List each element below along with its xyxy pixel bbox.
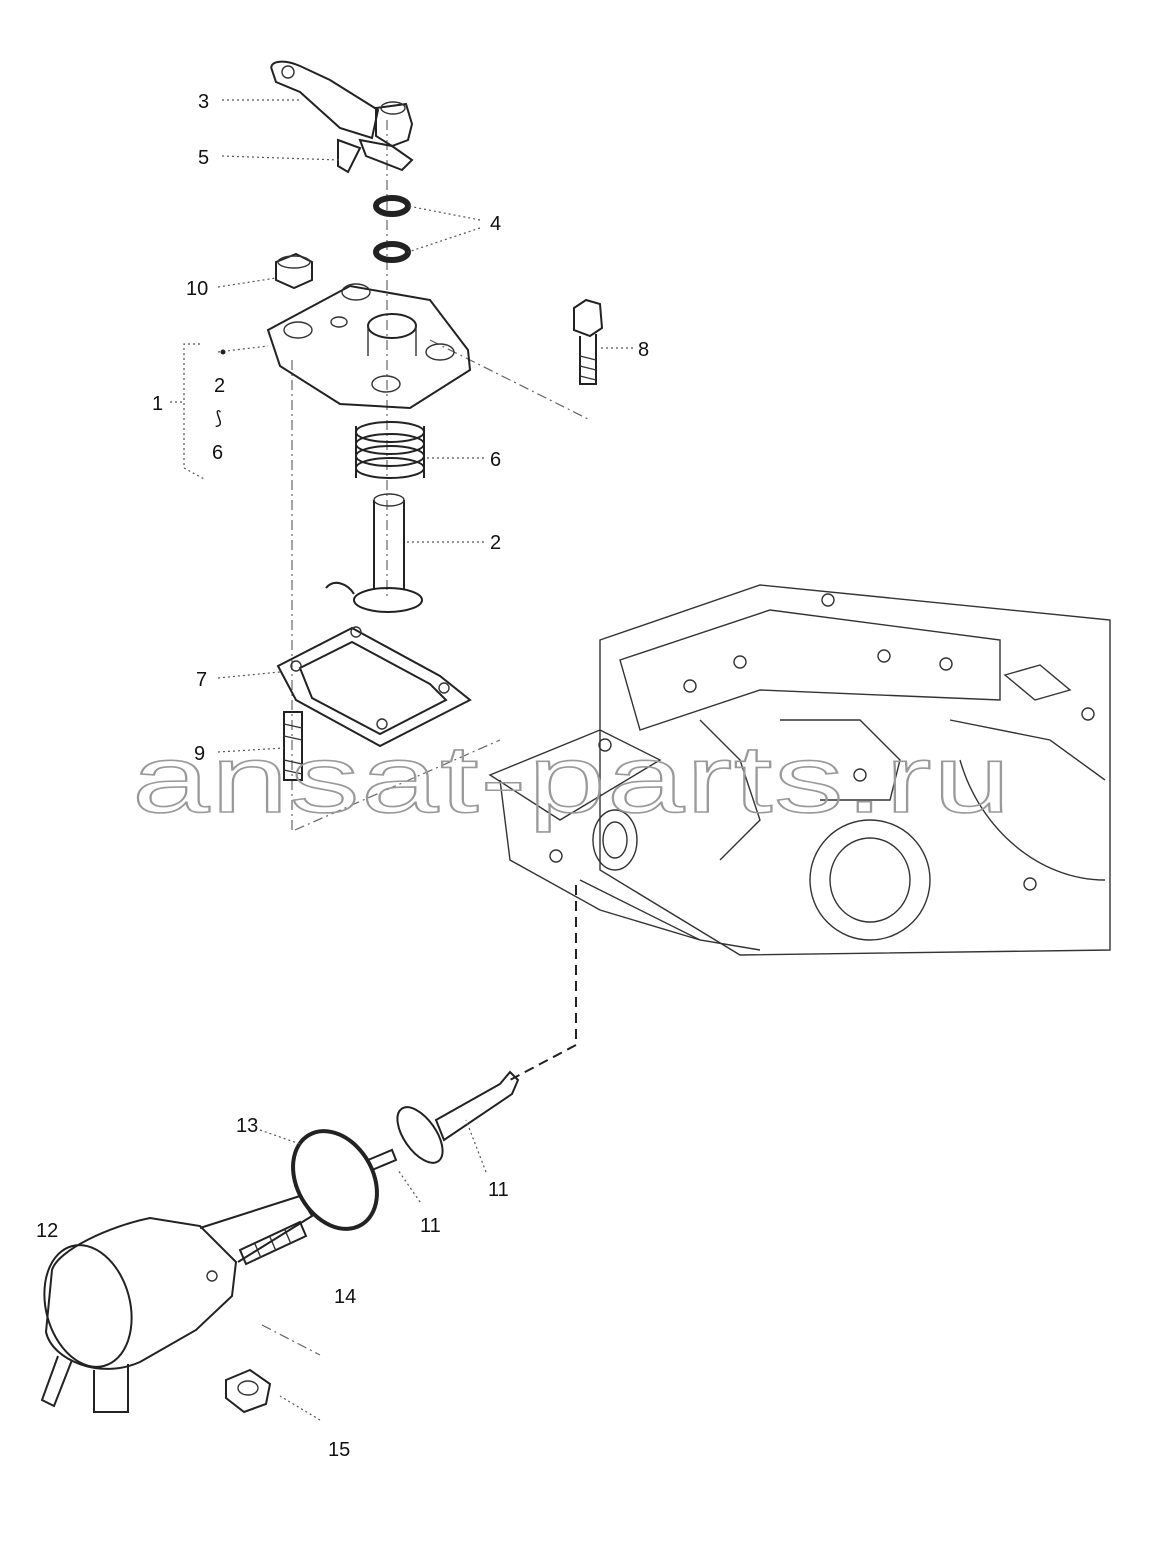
assembly-path [509,885,577,1081]
seal-part-4 [373,195,411,263]
gasket-part-7 [276,626,472,748]
center-line-lower [294,739,501,831]
cover-housing-part-1 [266,283,472,410]
group-range-marker: ⟆ [215,408,222,428]
lever-part-3 [270,60,414,172]
callout-1: 1 [152,393,163,415]
center-line-diagonal [429,339,591,421]
pin-part-5 [337,138,362,174]
callout-6-group: 6 [212,442,223,464]
callout-7: 7 [196,669,207,691]
leader-lines [217,99,633,1421]
solenoid-part-12 [40,1194,314,1413]
stud-part-9 [283,711,303,781]
callout-15: 15 [328,1439,350,1461]
callout-12: 12 [36,1220,58,1242]
shaft-part-2 [325,493,423,613]
callout-6: 6 [490,449,501,471]
nut-part-15 [225,1368,272,1414]
callout-4: 4 [490,213,501,235]
valve-part-11 [366,1070,520,1172]
callout-8: 8 [638,339,649,361]
group-bullet [220,349,226,355]
group-bracket [183,343,207,481]
engine-block [488,584,1111,956]
callout-14: 14 [334,1286,356,1308]
callout-11-a: 11 [488,1179,509,1201]
bolt-part-8 [573,298,604,385]
plug-part-10 [275,252,313,290]
spring-part-14 [238,1220,308,1266]
center-line-plug [261,1324,321,1356]
callout-11-b: 11 [420,1215,441,1237]
callout-3: 3 [198,91,209,113]
callout-2-group: 2 [214,375,225,397]
watermark: ansat-parts.ru [132,726,1012,833]
callout-2: 2 [490,532,501,554]
callout-5: 5 [198,147,209,169]
spring-part-6 [355,421,425,479]
callout-9: 9 [194,743,205,765]
callout-13: 13 [236,1115,258,1137]
callout-10: 10 [186,278,208,300]
